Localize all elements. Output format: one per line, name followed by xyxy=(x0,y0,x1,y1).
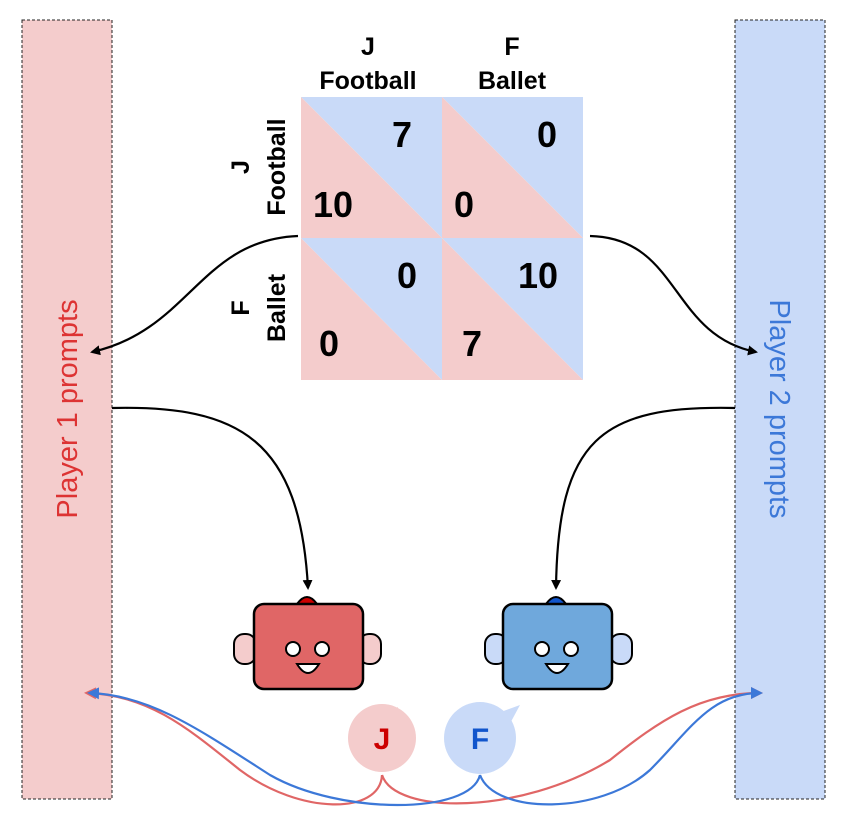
payoff-r1c2-p1: 0 xyxy=(454,184,474,225)
row2-letter: F xyxy=(227,300,255,315)
player1-panel: Player 1 prompts xyxy=(21,19,113,800)
row1-name: Football xyxy=(263,118,291,215)
row1-letter: J xyxy=(227,160,255,174)
arrow-player1-to-robot1 xyxy=(111,406,313,590)
arrow-matrix-to-player2 xyxy=(589,234,758,356)
col1-letter: J xyxy=(361,33,375,61)
payoff-r2c2-p1: 7 xyxy=(462,323,482,364)
payoff-r2c2-p2: 10 xyxy=(518,255,558,296)
col2-letter: F xyxy=(504,33,519,61)
arrow-matrix-to-player1 xyxy=(90,234,299,356)
col1-name: Football xyxy=(319,67,416,95)
player2-label: Player 2 prompts xyxy=(763,299,795,518)
red-arrow-to-player2 xyxy=(380,687,763,805)
blue-arrow-to-player1 xyxy=(87,687,482,807)
cell-r1c1 xyxy=(301,97,442,238)
player1-label: Player 1 prompts xyxy=(52,299,84,518)
robot-1 xyxy=(233,596,382,691)
bubble-player2: F xyxy=(444,702,520,774)
bubble-player1: J xyxy=(348,704,416,772)
arrow-player2-to-robot2 xyxy=(551,406,736,590)
robot-2 xyxy=(484,596,633,691)
flow-arrows xyxy=(90,234,758,590)
payoff-r1c1-p2: 7 xyxy=(392,114,412,155)
bubble-player1-text: J xyxy=(374,723,391,756)
player2-panel: Player 2 prompts xyxy=(734,19,826,800)
payoff-r2c1-p1: 0 xyxy=(319,323,339,364)
blue-arrow-to-player2 xyxy=(478,687,763,806)
payoff-r2c1-p2: 0 xyxy=(397,255,417,296)
cell-r1c2 xyxy=(442,97,583,238)
cell-r2c1 xyxy=(301,238,442,380)
payoff-r1c2-p2: 0 xyxy=(537,114,557,155)
payoff-r1c1-p1: 10 xyxy=(313,184,353,225)
cell-r2c2 xyxy=(442,238,583,380)
bubble-player2-text: F xyxy=(471,723,489,756)
choice-arrows xyxy=(84,687,763,807)
row2-name: Ballet xyxy=(263,273,291,342)
col2-name: Ballet xyxy=(478,67,547,95)
red-arrow-to-player1 xyxy=(84,687,384,806)
payoff-matrix: 7 10 0 0 0 0 10 7 J Football F Ballet J … xyxy=(227,33,583,380)
